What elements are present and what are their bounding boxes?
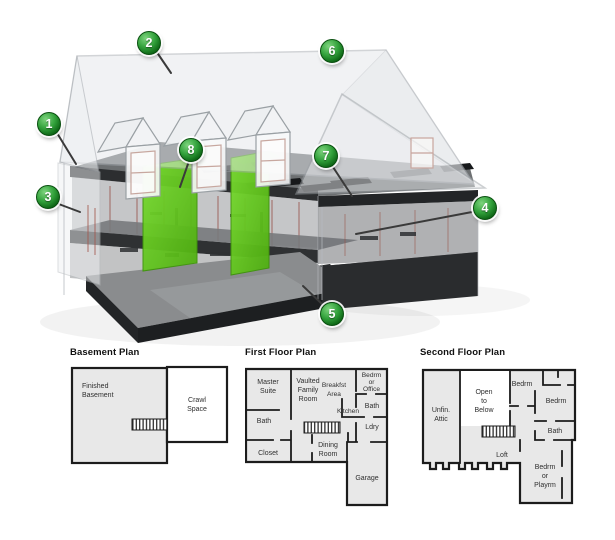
- room-label-dining-room: Dining: [318, 442, 338, 449]
- callout-badge-4[interactable]: 4: [473, 196, 497, 220]
- right-wing: [318, 201, 479, 310]
- first-floor-plan: First Floor Plan Master Suite Vaulted Fa…: [245, 347, 390, 510]
- room-label-finished-basement: Finished: [82, 383, 109, 390]
- room-label-kitchen: Kitchen: [337, 408, 359, 415]
- callout-badge-6[interactable]: 6: [320, 39, 344, 63]
- room-label-bedrm-right: Bedrm: [546, 398, 567, 405]
- room-label-closet: Closet: [258, 450, 278, 457]
- roof: [59, 49, 488, 195]
- callout-badge-3[interactable]: 3: [36, 185, 60, 209]
- room-label-bedrm-or-playrm: Bedrm: [535, 464, 556, 471]
- room-label-crawl-space: Crawl: [188, 397, 206, 404]
- svg-text:or: or: [542, 473, 549, 480]
- svg-text:Room: Room: [319, 451, 338, 458]
- callout-badge-5[interactable]: 5: [320, 302, 344, 326]
- svg-text:Suite: Suite: [260, 388, 276, 395]
- svg-text:Playrm: Playrm: [534, 482, 556, 489]
- callout-badge-8[interactable]: 8: [179, 138, 203, 162]
- svg-text:Room: Room: [299, 396, 318, 403]
- room-finished-basement: [70, 366, 169, 465]
- first-floor-walls: [245, 368, 388, 463]
- svg-text:Office: Office: [363, 386, 380, 393]
- callout-leader-5: [302, 285, 323, 305]
- svg-text:Attic: Attic: [434, 416, 448, 423]
- house-cutaway-illustration: [40, 49, 530, 346]
- room-label-open-to-below: Open: [475, 389, 492, 396]
- dormers: [96, 104, 292, 200]
- room-label-master-suite: Master: [257, 379, 279, 386]
- room-label-loft: Loft: [496, 452, 508, 459]
- callout-leader-3: [55, 202, 81, 213]
- callout-badge-2[interactable]: 2: [137, 31, 161, 55]
- callout-leader-2: [155, 50, 172, 74]
- room-label-family-room: Vaulted: [296, 378, 319, 385]
- second-floor-plan-drawing: Unfin. Attic Open to Below Bedrm Bedrm B…: [421, 368, 577, 505]
- room-label-breakfast-area: Breakfst: [322, 382, 346, 389]
- svg-text:Below: Below: [474, 407, 494, 414]
- room-label-unfin-attic: Unfin.: [432, 407, 450, 414]
- room-label-bedrm-top: Bedrm: [512, 381, 533, 388]
- first-floor-plan-drawing: Master Suite Vaulted Family Room Breakfs…: [245, 367, 389, 507]
- dormer-3: [226, 104, 292, 188]
- first-floor-plan-title: First Floor Plan: [245, 347, 317, 358]
- stairs-symbol: [131, 418, 168, 431]
- basement-slab: [86, 252, 352, 343]
- room-label-ldry: Ldry: [365, 424, 379, 431]
- callout-leader-1: [56, 132, 77, 165]
- gable-window: [410, 137, 434, 169]
- room-label-bath-right: Bath: [365, 403, 380, 410]
- svg-text:or: or: [369, 379, 376, 386]
- stairs-symbol: [303, 421, 341, 434]
- svg-text:Family: Family: [298, 387, 319, 394]
- svg-text:to: to: [481, 398, 487, 405]
- second-floor-plan-title: Second Floor Plan: [420, 347, 506, 358]
- svg-text:Area: Area: [327, 391, 341, 398]
- room-label-garage: Garage: [355, 475, 378, 482]
- callout-leader-7: [330, 163, 353, 197]
- svg-text:Basement: Basement: [82, 392, 114, 399]
- callout-badge-7[interactable]: 7: [314, 144, 338, 168]
- basement-plan-drawing: Finished Basement Crawl Space: [70, 365, 229, 465]
- svg-text:Space: Space: [187, 406, 207, 413]
- callout-leader-4: [355, 211, 473, 235]
- basement-plan-title: Basement Plan: [70, 347, 140, 358]
- stairs-symbol: [481, 425, 516, 438]
- callout-badge-1[interactable]: 1: [37, 112, 61, 136]
- room-label-bath: Bath: [548, 428, 563, 435]
- room-open-to-below: [461, 371, 509, 426]
- second-floor-plan: Second Floor Plan Unfin. Attic Open to B…: [420, 347, 580, 510]
- callout-leader-lines: [55, 50, 473, 305]
- dormer-1: [96, 116, 162, 200]
- room-label-bath-left: Bath: [257, 418, 272, 425]
- second-floor-walls: [459, 369, 576, 499]
- basement-plan: Basement Plan Finished Basement Crawl Sp…: [70, 347, 232, 468]
- callout-leader-8: [179, 160, 190, 188]
- room-crawl-space: [165, 365, 229, 444]
- room-label-bedrm-or-office: Bedrm: [362, 372, 382, 379]
- first-floor-outline: [245, 367, 389, 507]
